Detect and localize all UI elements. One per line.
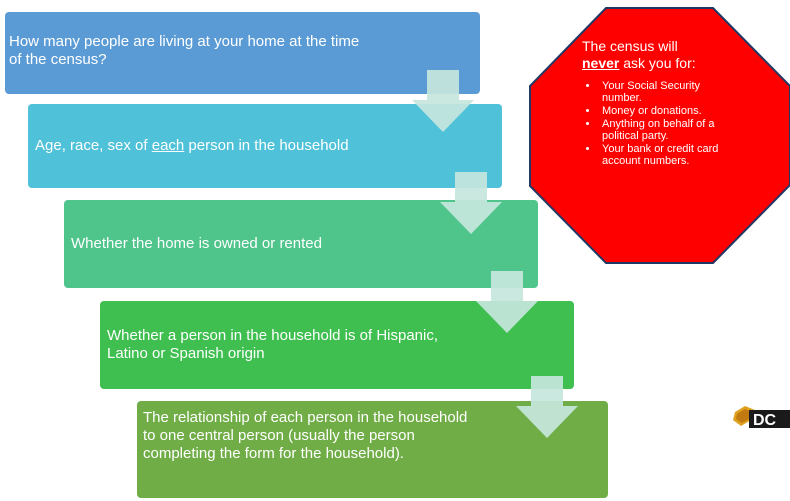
stop-heading-rest: ask you for: (619, 54, 696, 71)
down-arrow-icon-4 (516, 376, 578, 438)
dc-logo: DC (733, 406, 790, 429)
step-box-2: Age, race, sex of each person in the hou… (28, 104, 502, 188)
step-2-text: Age, race, sex of each person in the hou… (35, 137, 349, 155)
stop-sign-list: Your Social Security number. Money or do… (582, 80, 742, 168)
stop-list-item: Anything on behalf of a political party. (599, 118, 742, 143)
step-3-text: Whether the home is owned or rented (71, 235, 322, 252)
stop-list-item: Your bank or credit card account numbers… (599, 143, 742, 168)
step-box-1: How many people are living at your home … (5, 12, 480, 94)
step-5-text: The relationship of each person in the h… (143, 409, 468, 462)
step-2-text-post: person in the household (184, 137, 349, 154)
stop-heading-line1: The census will (582, 38, 678, 54)
stop-sign-heading: The census will never ask you for: (582, 38, 742, 72)
down-arrow-icon-1 (412, 70, 474, 132)
stop-list-item: Your Social Security number. (599, 80, 742, 105)
step-4-text: Whether a person in the household is of … (107, 327, 439, 362)
dc-logo-text: DC (753, 412, 777, 429)
step-2-text-emphasis: each (151, 137, 185, 154)
down-arrow-icon-3 (476, 271, 538, 333)
step-1-text: How many people are living at your home … (9, 33, 360, 68)
stop-sign-text: The census will never ask you for: Your … (582, 38, 742, 168)
stop-list-item: Money or donations. (599, 105, 742, 118)
stop-heading-never: never (582, 54, 620, 71)
down-arrow-icon-2 (440, 172, 502, 234)
step-2-text-pre: Age, race, sex of (35, 137, 152, 154)
